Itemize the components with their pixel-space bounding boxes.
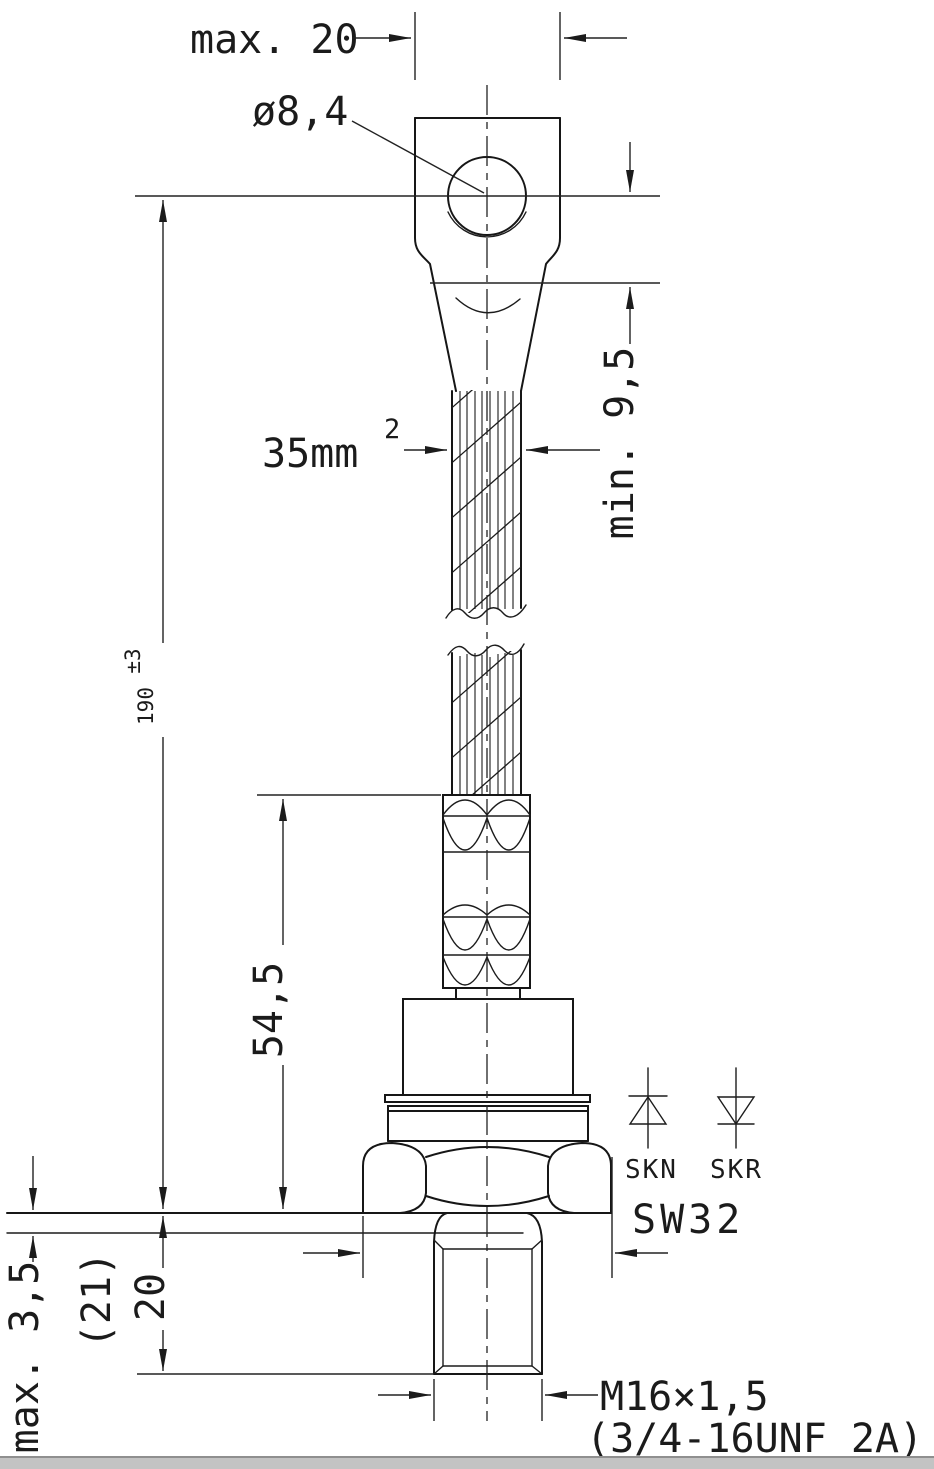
diode-symbol-skn: SKN [625, 1067, 678, 1185]
dim-label-overall-length: 190 [134, 687, 158, 725]
dim-label-lug-width: max. 20 [190, 17, 359, 63]
dimension-plate-thickness: max. 3,5 [2, 1156, 48, 1453]
dim-label-wrench-size: SW32 [632, 1197, 744, 1243]
reference-lines [135, 195, 660, 284]
dim-label-plate-thickness: max. 3,5 [2, 1261, 48, 1454]
dimension-thread: M16×1,5 (3/4-16UNF 2A) [378, 1374, 923, 1456]
body-lip [387, 1105, 589, 1112]
dimension-hole-diameter: ø8,4 [252, 89, 485, 194]
threaded-stud [433, 1212, 543, 1375]
dim-label-thread-unf: (3/4-16UNF 2A) [586, 1416, 923, 1456]
cable-break-line [445, 604, 527, 619]
skr-triangle [716, 1096, 756, 1126]
cable-strands-lower [459, 653, 514, 795]
dim-label-stud-length-alt: (21) [74, 1252, 120, 1348]
dimension-crimp-depth: min. 9,5 [597, 142, 643, 539]
dim-label-stud-length: 20 [128, 1273, 174, 1321]
stranded-cable-lower [447, 643, 525, 796]
dim-label-crimp-depth: min. 9,5 [597, 347, 643, 540]
dimension-stud-length: 20 (21) [74, 1216, 434, 1375]
window-bottom-edge [0, 1456, 934, 1469]
diode-symbol-skr: SKR [710, 1067, 763, 1185]
dim-label-cable-area: 35mm [262, 431, 358, 477]
crimp-ferrule [442, 794, 531, 1000]
dimension-wrench-size: SW32 [303, 1157, 744, 1278]
stranded-cable-upper [445, 390, 527, 619]
skr-label: SKR [710, 1155, 763, 1185]
skn-label: SKN [625, 1155, 678, 1185]
dim-label-overall-tolerance: ±3 [121, 648, 145, 673]
lug-hole-chamfer-arc [447, 211, 527, 238]
dim-label-ferrule-to-seat: 54,5 [246, 962, 292, 1058]
crimp-shoulder-arc [455, 297, 521, 314]
dimension-lug-width: max. 20 [190, 12, 627, 80]
skn-triangle [628, 1095, 668, 1125]
mounting-plate [6, 1212, 612, 1234]
dimension-overall-length: 190 ±3 [121, 200, 167, 1209]
cable-strands-upper [459, 391, 514, 609]
dimension-ferrule-to-seat: 54,5 [246, 794, 441, 1209]
cable-break-line-lower [447, 643, 525, 657]
cable-lug [414, 117, 561, 392]
dim-label-hole-diameter: ø8,4 [252, 89, 348, 135]
dimension-cable-area: 35mm 2 [262, 414, 600, 477]
dim-label-cable-area-exponent: 2 [384, 414, 400, 445]
dim-label-thread-metric: M16×1,5 [600, 1374, 769, 1420]
